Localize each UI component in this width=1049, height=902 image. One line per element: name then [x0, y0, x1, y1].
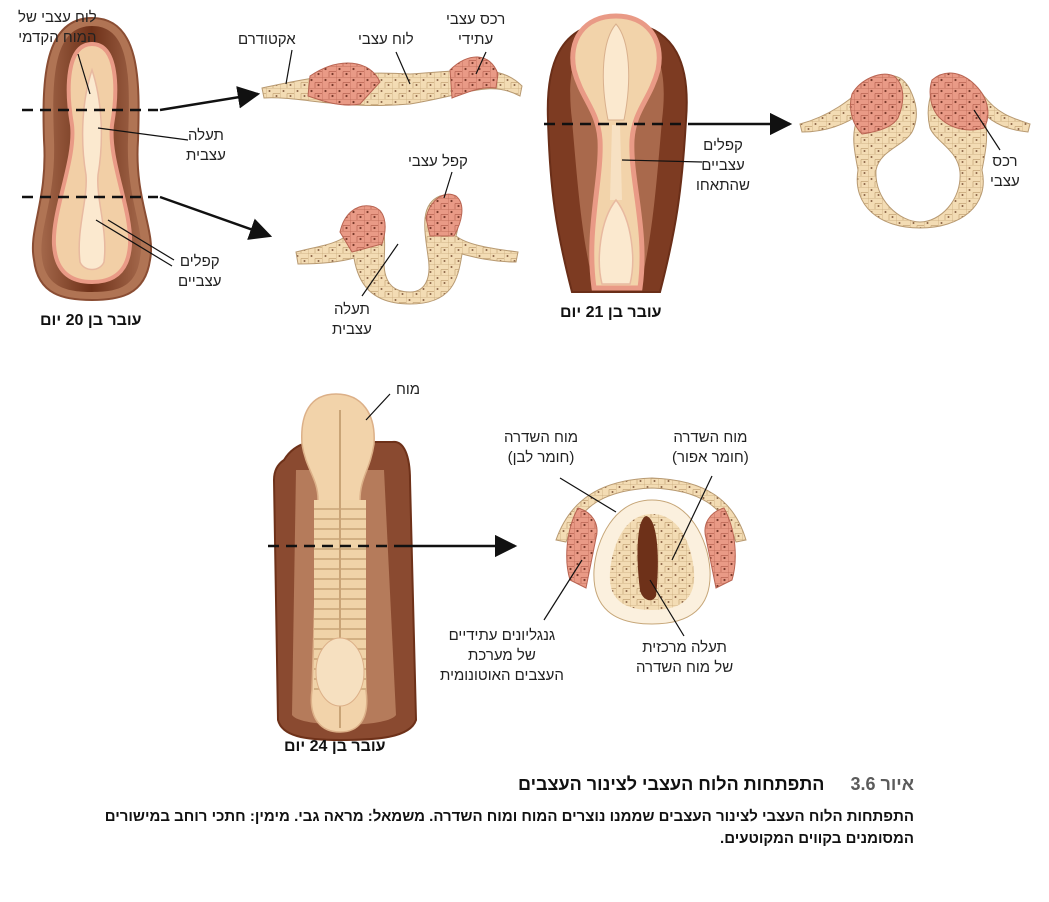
- stage-title-day24: עובר בן 24 יום: [284, 738, 386, 755]
- figure-title: התפתחות הלוח העצבי לצינור העצבים: [518, 774, 825, 794]
- embryo-day20: [31, 16, 152, 302]
- figure-number: איור 3.6: [850, 774, 914, 794]
- figure-caption-heading: איור 3.6 התפתחות הלוח העצבי לצינור העצבים: [518, 774, 914, 795]
- embryo-day21: [546, 13, 688, 293]
- stage-title-day21: עובר בן 21 יום: [560, 304, 662, 321]
- figure-caption-body: התפתחות הלוח העצבי לצינור העצבים שממנו נ…: [104, 808, 914, 847]
- label-brain: מוח: [396, 381, 421, 398]
- label-neural-fold: קפל עצבי: [408, 153, 468, 170]
- label-neural-plate: לוח עצבי: [358, 31, 414, 48]
- label-white-matter: מוח השדרה(חומר לבן): [504, 429, 579, 466]
- section-closing-tube: [799, 72, 1031, 229]
- label-gray-matter: מוח השדרה(חומר אפור): [672, 429, 749, 466]
- stage-title-day20: עובר בן 20 יום: [40, 312, 142, 329]
- leader-lines: [77, 49, 1001, 637]
- arrows: [159, 86, 793, 558]
- section-neural-plate: [261, 56, 523, 106]
- label-ectoderm: אקטודרם: [238, 31, 296, 48]
- section-spinal-cord: [555, 477, 747, 625]
- section-neural-groove: [295, 193, 519, 305]
- embryo-day24: [272, 393, 418, 742]
- section-lines: [22, 108, 690, 548]
